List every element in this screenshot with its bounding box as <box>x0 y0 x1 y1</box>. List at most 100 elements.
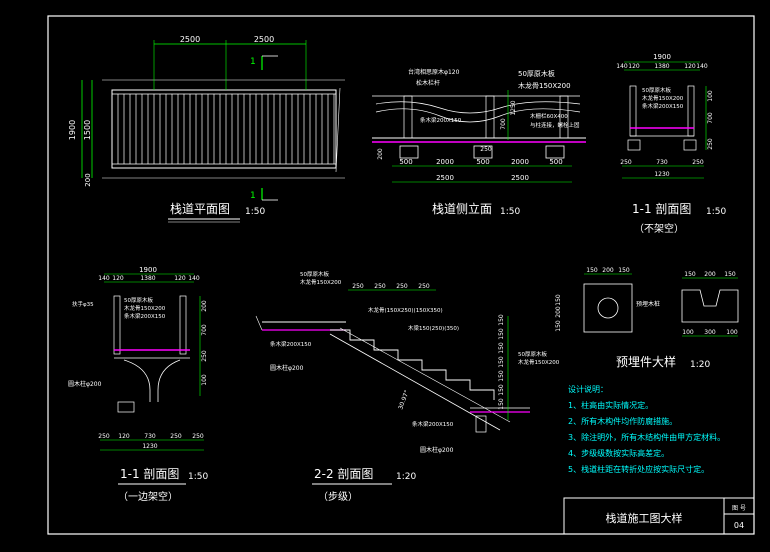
elev-note-4: 木龙骨150X200 <box>518 81 571 90</box>
plan-dim-top-2: 2500 <box>254 35 274 44</box>
notes-item-4: 4、步级级数按实际高差定。 <box>568 448 669 458</box>
plan-dim-top-1: 2500 <box>180 35 200 44</box>
elev-note-1: 台湾相思原木φ120 <box>408 68 460 76</box>
design-notes: 设计说明： 1、柱高由实际情况定。 2、所有木构件均作防腐措施。 3、除注明外，… <box>568 384 725 474</box>
sc-note-1: 50厚原木板 <box>300 270 329 278</box>
plan-dim-left-2: 1500 <box>83 120 92 140</box>
sa-dim-top-5: 140 <box>696 63 708 70</box>
sa-note-2: 木龙骨150X200 <box>642 94 684 102</box>
section-1-1-ground: 1900 140 120 1380 120 140 50厚原木板 木龙骨150X… <box>616 53 726 235</box>
sc-dim-side-3: 150 <box>498 342 505 354</box>
sc-dim-side-5: 150 <box>498 370 505 382</box>
sb-note-4: 条木梁200X150 <box>124 312 166 320</box>
elev-scale: 1:50 <box>500 207 520 217</box>
sa-scale: 1:50 <box>706 207 726 217</box>
plan-title: 栈道平面图 <box>170 201 230 216</box>
title-block: 栈道施工图大样 图 号 04 <box>563 497 755 535</box>
sa-dim-top-4: 120 <box>684 63 696 70</box>
sb-dim-b5: 250 <box>192 433 204 440</box>
plan-section-mark-bottom: 1 <box>250 191 256 201</box>
sb-dim-top-1: 140 <box>98 275 110 282</box>
em-dim-plan-6: 150 <box>555 320 562 332</box>
em-dim-plan-4: 150 <box>555 294 562 306</box>
sc-note-6: 圆木柱φ200 <box>270 364 304 372</box>
sa-note-3: 条木梁200X150 <box>642 102 684 110</box>
sa-title: 1-1 剖面图 <box>632 202 691 216</box>
em-dim-plan-1: 150 <box>586 267 598 274</box>
elev-dim-b5: 500 <box>549 158 562 166</box>
sb-dim-top-4: 120 <box>174 275 186 282</box>
sa-dim-top-3: 1380 <box>654 63 669 70</box>
elev-note-2: 松木栏杆 <box>416 79 440 87</box>
em-dim-plan-3: 150 <box>618 267 630 274</box>
sb-note-3: 木龙骨150X200 <box>124 304 166 312</box>
notes-item-1: 1、柱高由实际情况定。 <box>568 400 653 410</box>
sc-dim-top-4: 250 <box>418 283 430 290</box>
sc-note-3: 木龙骨(150X250)(150X350) <box>368 306 443 314</box>
sa-dim-top-2: 120 <box>628 63 640 70</box>
sb-dim-b2: 120 <box>118 433 130 440</box>
sc-dim-top-2: 250 <box>374 283 386 290</box>
sa-note-1: 50厚原木板 <box>642 86 671 94</box>
notes-heading: 设计说明： <box>568 384 608 394</box>
sb-scale: 1:50 <box>188 472 208 482</box>
elev-note-7: 与柱连接，螺栓上固 <box>530 121 580 129</box>
sb-dim-top-5: 140 <box>188 275 200 282</box>
sa-dim-top-total: 1900 <box>653 53 671 61</box>
sc-scale: 1:20 <box>396 472 416 482</box>
plan-dim-left-3: 200 <box>84 173 92 186</box>
sb-note-1: 扶手φ35 <box>72 300 94 308</box>
sb-dim-side-1: 200 <box>201 300 208 312</box>
elev-dim-b4: 2000 <box>511 158 529 166</box>
sa-dim-b3: 250 <box>692 159 704 166</box>
em-dim-sec-3: 150 <box>724 271 736 278</box>
elev-dim-total-1: 2500 <box>436 174 454 182</box>
sb-title: 1-1 剖面图 <box>120 467 179 481</box>
plan-scale: 1:50 <box>245 207 265 217</box>
embed-plan-hole <box>597 297 619 319</box>
sc-dim-side-2: 150 <box>498 328 505 340</box>
sc-note-5: 条木梁200X150 <box>270 340 312 348</box>
sa-dim-b1: 250 <box>620 159 632 166</box>
elev-dim-side-3: 200 <box>377 148 384 160</box>
em-label: 预埋木桩 <box>636 300 660 308</box>
side-elevation: 500 2000 500 2000 500 2500 2500 250 台湾相思… <box>372 68 586 217</box>
sb-dim-top-3: 1380 <box>140 275 155 282</box>
em-dim-sec-4: 100 <box>682 329 694 336</box>
embed-plan-box <box>583 283 633 333</box>
elev-dim-side-1: 700 <box>500 118 507 130</box>
em-dim-sec-5: 300 <box>704 329 716 336</box>
title-block-title: 栈道施工图大样 <box>606 511 683 525</box>
sb-dim-b4: 250 <box>170 433 182 440</box>
sb-subtitle: （一边架空） <box>118 490 178 503</box>
sa-dim-side-2: 700 <box>707 112 714 124</box>
embed-detail: 150 200 150 150 200 150 预埋木桩 150 200 150… <box>555 267 739 370</box>
notes-item-2: 2、所有木构件均作防腐措施。 <box>568 416 677 426</box>
em-scale: 1:20 <box>690 360 710 370</box>
plan-section-mark-top: 1 <box>250 57 256 67</box>
sa-dim-top-1: 140 <box>616 63 628 70</box>
em-dim-sec-1: 150 <box>684 271 696 278</box>
sc-note-8: 木龙骨150X200 <box>518 358 560 366</box>
elev-note-250: 250 <box>480 146 492 153</box>
sheet-frame <box>47 15 755 535</box>
elev-note-5: 条木梁200X150 <box>420 116 462 124</box>
elev-note-6: 木栅栏60X400 <box>530 112 568 120</box>
title-block-sheet: 04 <box>734 521 744 530</box>
sc-title: 2-2 剖面图 <box>314 467 373 481</box>
elev-dim-total-2: 2500 <box>511 174 529 182</box>
elev-dim-side-2: 1250 <box>510 100 517 115</box>
embed-section-shape <box>681 289 739 323</box>
plan-outline <box>111 89 337 169</box>
elev-dim-b2: 2000 <box>436 158 454 166</box>
plan-view: 2500 2500 1900 1500 200 1 1 栈道平面图 1:50 <box>68 35 345 223</box>
sb-note-2: 50厚原木板 <box>124 296 153 304</box>
em-dim-plan-2: 200 <box>602 267 614 274</box>
sc-dim-side-4: 150 <box>498 356 505 368</box>
sb-dim-side-4: 100 <box>201 374 208 386</box>
sb-dim-b6: 1230 <box>142 443 157 450</box>
elev-title: 栈道侧立面 <box>432 201 492 216</box>
sa-dim-side-3: 250 <box>707 138 714 150</box>
